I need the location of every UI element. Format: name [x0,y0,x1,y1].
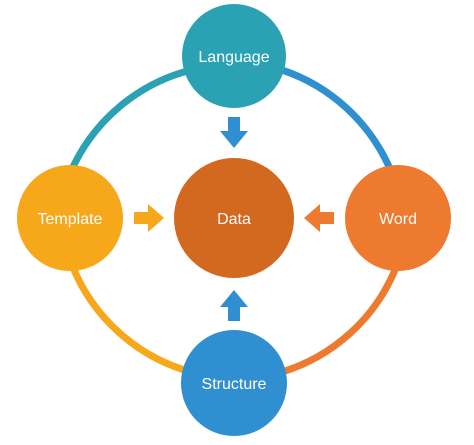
node-word-label: Word [379,211,417,228]
node-structure [181,330,287,436]
node-word [345,165,451,271]
center-node-data [174,158,294,278]
node-template-label: Template [38,211,103,228]
node-language [182,4,286,108]
arc-bottom-right [280,268,399,376]
arrow-down-icon [220,117,248,148]
arc-top-right [280,66,394,171]
arc-left-bottom [68,263,192,376]
arc-top-left [68,66,192,171]
arrow-left-icon [304,204,334,232]
arrow-right-icon [134,204,164,232]
node-template [17,165,123,271]
node-language-label: Language [198,49,269,66]
center-node-label: Data [217,211,251,228]
node-structure-label: Structure [202,376,267,393]
arrow-up-icon [220,290,248,321]
